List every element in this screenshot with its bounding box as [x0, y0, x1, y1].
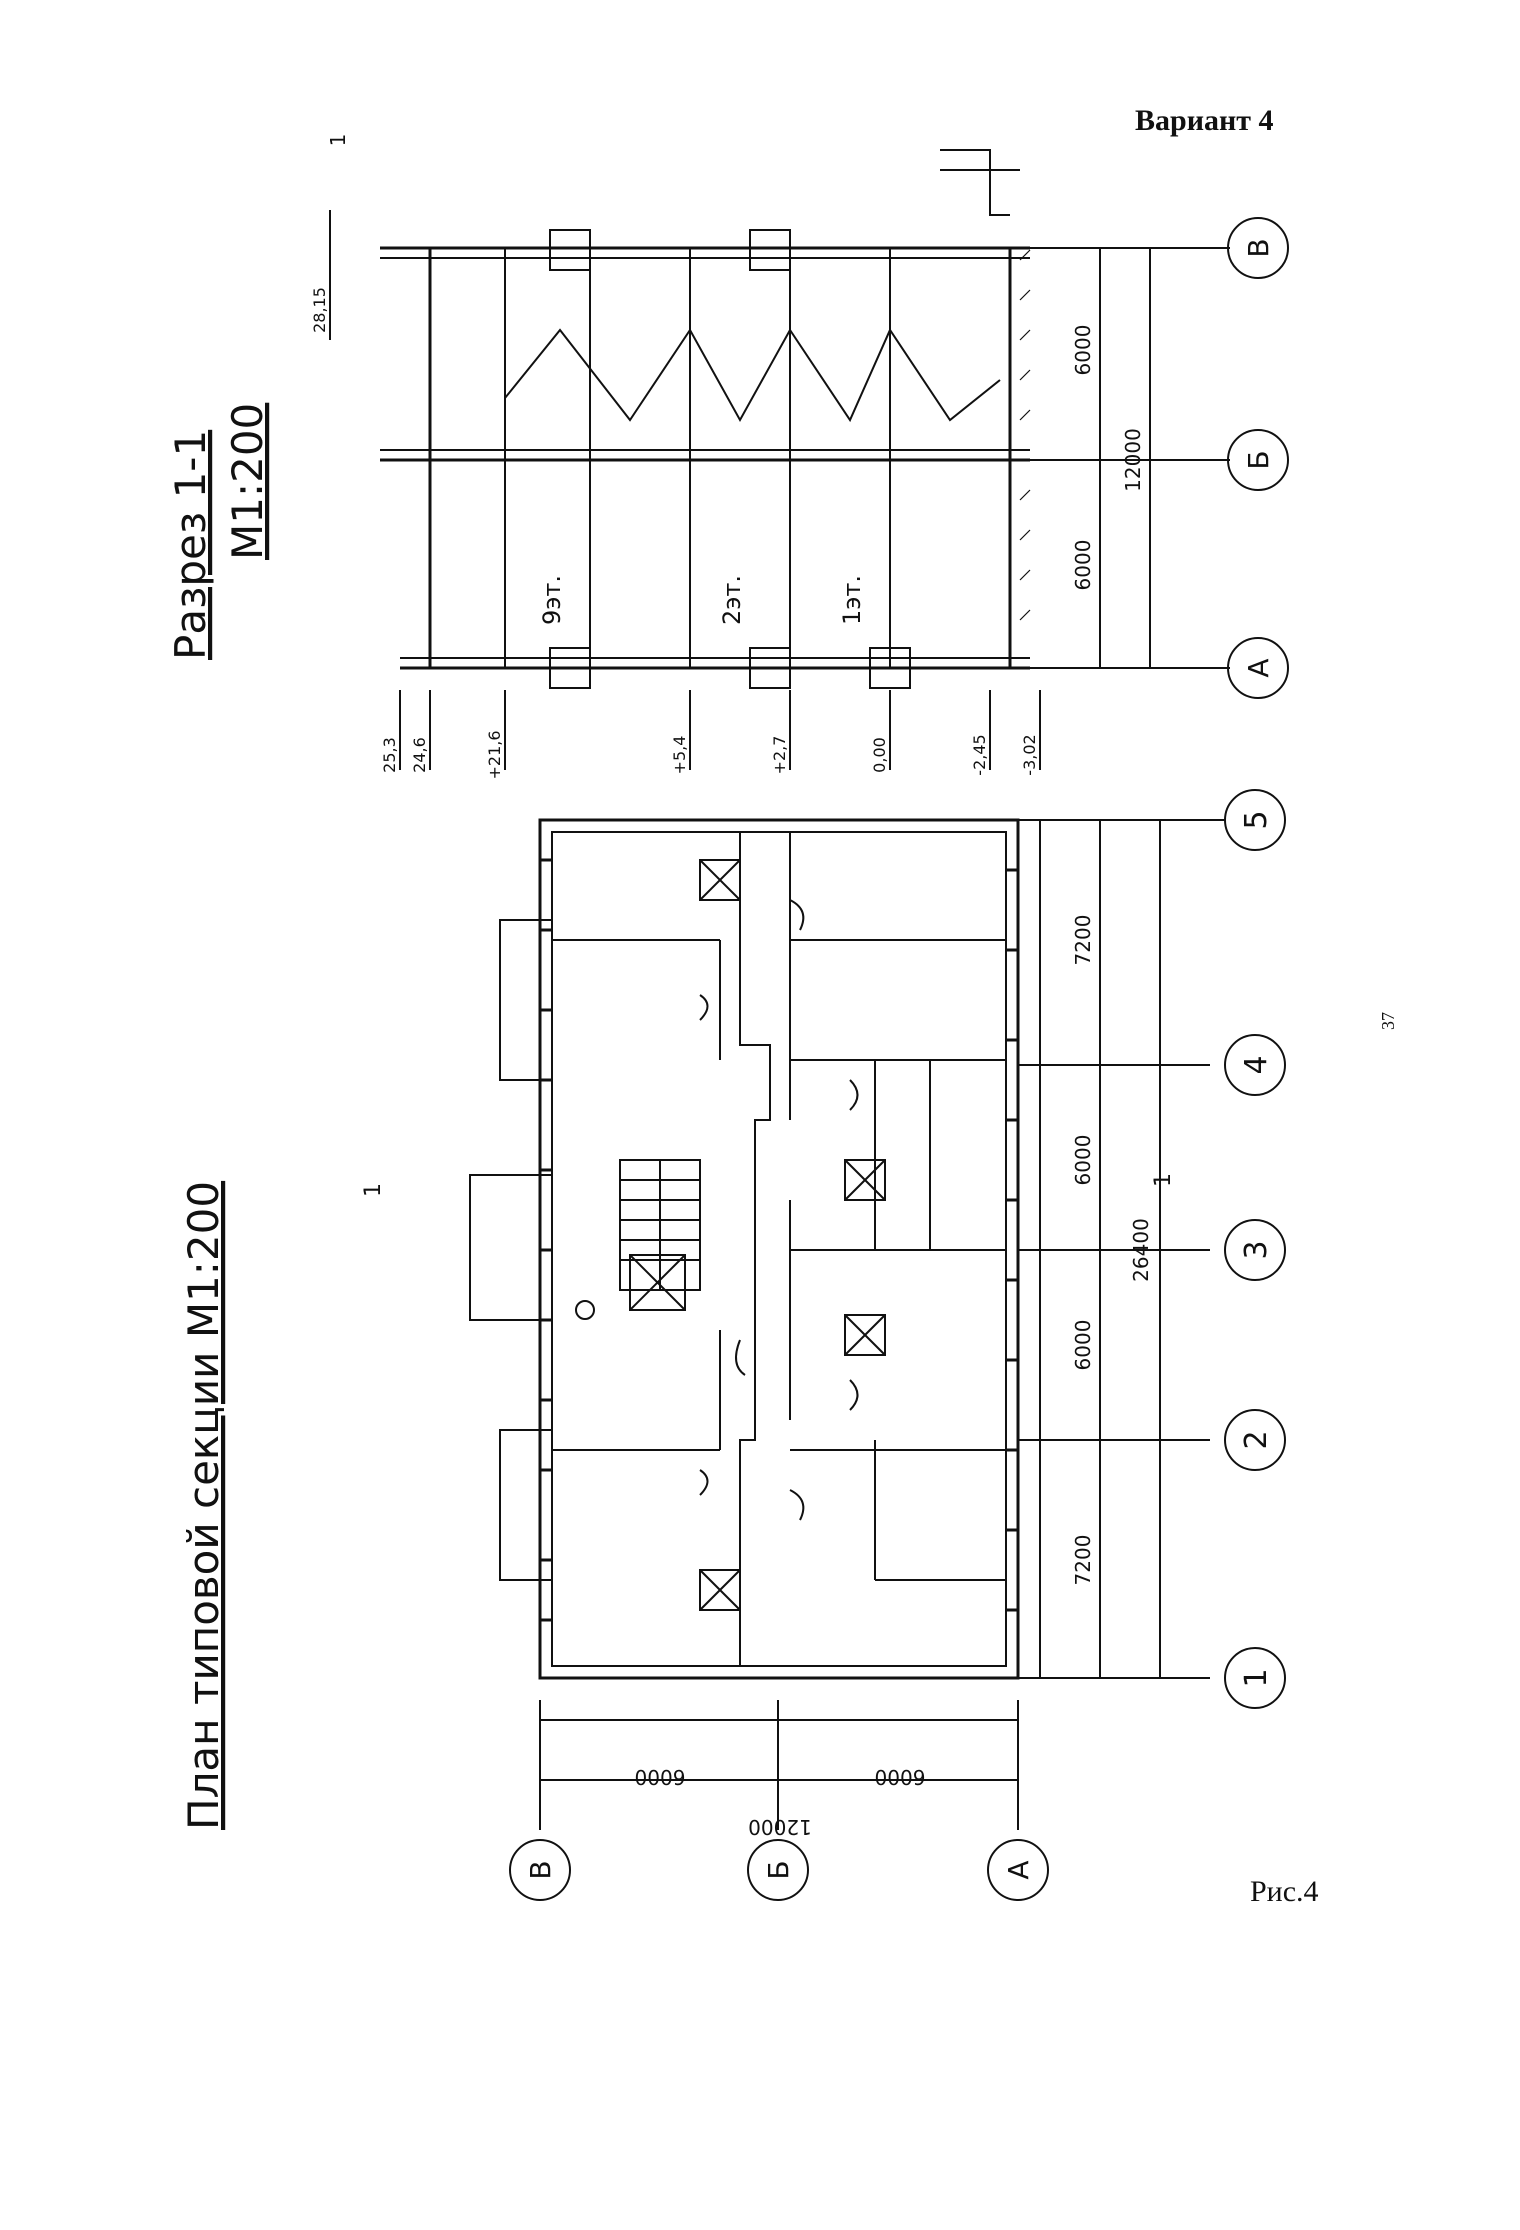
axis-5: 5: [1239, 810, 1274, 829]
section-drawing: [380, 149, 1031, 689]
axis-v: В: [524, 1860, 557, 1879]
axis-b: Б: [762, 1860, 795, 1879]
axis-3: 3: [1239, 1240, 1274, 1259]
floor-1: 1эт.: [838, 575, 866, 625]
section-window: [549, 229, 591, 271]
vent-shaft-2: [844, 1314, 886, 1356]
dim-6000-b: 6000: [1071, 1320, 1095, 1371]
section-axis-a: А: [1242, 658, 1275, 677]
section-window: [549, 647, 591, 689]
balcony-stair: [469, 1174, 553, 1321]
section-window: [749, 647, 791, 689]
level-2: 24,6: [410, 737, 429, 773]
section-dimensions: [1030, 247, 1230, 669]
plan-dimensions-left: [539, 1700, 1019, 1830]
section-title-line1: Разрез 1-1: [166, 430, 215, 660]
plan-section-mark-bottom: 1: [1151, 1173, 1176, 1187]
plan-section-marks: 1 1: [361, 1173, 1176, 1197]
plan-dimensions-bottom: [1018, 819, 1210, 1679]
dim-total-left: 12000: [748, 1815, 812, 1839]
dim-6000-a: 6000: [1071, 1135, 1095, 1186]
vent-shaft-4: [699, 1569, 741, 1611]
plan-drawing: [469, 818, 1020, 1680]
section-dim-6000-2: 6000: [1071, 540, 1095, 591]
level-labels: 25,3 24,6 +21,6 +5,4 +2,7 0,00 -2,45 -3,…: [310, 287, 1039, 779]
axis-2: 2: [1239, 1430, 1274, 1449]
plan-axis-markers-numeric: [1210, 789, 1286, 1709]
lift-shaft-1: [629, 1254, 686, 1311]
vent-shaft-3: [699, 859, 741, 901]
section-title-line2: М1:200: [223, 403, 272, 560]
balcony-2: [499, 1429, 553, 1581]
axis-a: А: [1002, 1860, 1035, 1879]
level-3: +21,6: [485, 730, 504, 779]
section-dim-total: 12000: [1121, 428, 1145, 492]
plan-section-mark-top: 1: [361, 1183, 386, 1197]
figure-caption: Рис.4: [1250, 1875, 1319, 1908]
section-axis-v: В: [1242, 238, 1275, 257]
level-7: -2,45: [970, 734, 989, 775]
section-mark: 1: [326, 134, 350, 147]
floor-2: 2эт.: [718, 575, 746, 625]
window-marks-bottom: [1006, 868, 1018, 1612]
level-top: 28,15: [310, 287, 329, 333]
plan-axis-markers-letters: [509, 1839, 1049, 1901]
section-window: [749, 229, 791, 271]
level-8: -3,02: [1020, 734, 1039, 775]
dim-7200-left: 7200: [1071, 1535, 1095, 1586]
level-1: 25,3: [380, 737, 399, 773]
dim-7200-right: 7200: [1071, 915, 1095, 966]
floor-9: 9эт.: [538, 575, 566, 625]
plan-title: План типовой секции М1:200: [179, 1181, 228, 1830]
section-dim-6000-1: 6000: [1071, 325, 1095, 376]
ground-hatch: [1019, 249, 1031, 621]
axis-1: 1: [1239, 1668, 1274, 1687]
dim-6000-left-2: 6000: [875, 1765, 926, 1789]
level-6: 0,00: [870, 737, 889, 773]
balcony-1: [499, 919, 553, 1081]
section-axis-b: Б: [1242, 450, 1275, 469]
level-5: +2,7: [770, 736, 789, 775]
vent-shaft-1: [844, 1159, 886, 1201]
window-marks-top: [540, 858, 552, 1622]
lift-icon: [575, 1300, 595, 1320]
dim-6000-left-1: 6000: [635, 1765, 686, 1789]
section-axis-markers: [1227, 217, 1289, 699]
plan-axis-labels-numeric: 5 4 3 2 1: [1239, 810, 1274, 1687]
section-marks: 1: [326, 134, 350, 147]
variant-label: Вариант 4: [1135, 104, 1274, 137]
dim-total-bottom: 26400: [1129, 1218, 1153, 1282]
plan-axis-labels-letters: В Б А: [524, 1860, 1035, 1879]
section-title: Разрез 1-1 М1:200: [166, 403, 272, 660]
axis-4: 4: [1239, 1055, 1274, 1074]
level-markers: [329, 210, 1041, 770]
level-4: +5,4: [670, 736, 689, 775]
section-window: [869, 647, 911, 689]
